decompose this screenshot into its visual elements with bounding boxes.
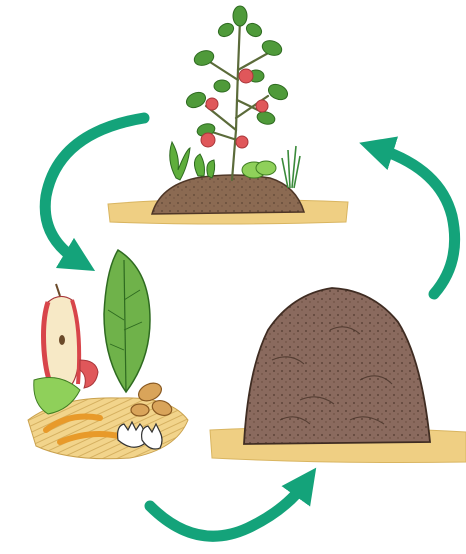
lettuce-icon [242,161,276,178]
apple-core-icon [43,284,80,389]
food-scraps-stage [28,250,188,459]
leaf-icon [104,250,150,392]
arrow-scraps-to-compost [150,482,306,536]
arrow-plant-to-scraps [45,118,144,262]
compost-stage [210,288,466,463]
seedling-icon [170,142,215,180]
onion-sprout-icon [282,146,300,188]
apple-peel-icon [80,360,98,388]
eggshell-icon [118,422,162,449]
arrow-compost-to-plant [376,148,455,294]
